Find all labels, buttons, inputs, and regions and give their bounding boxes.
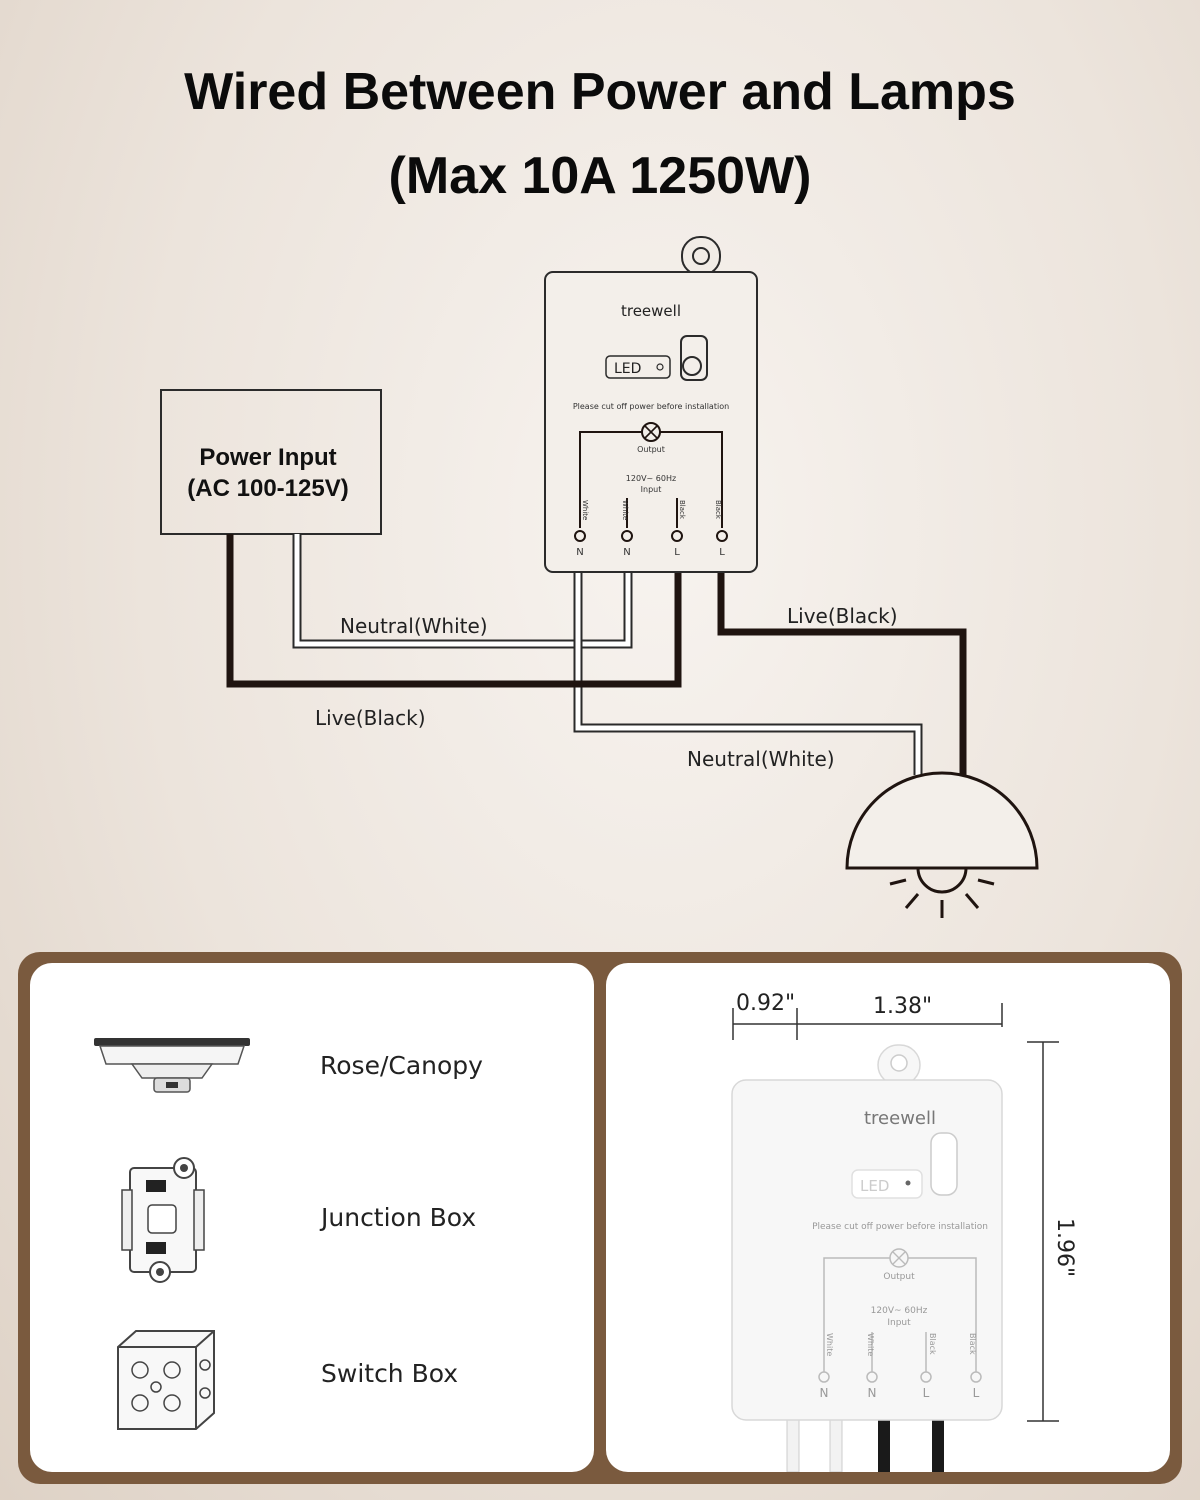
warning-text: Please cut off power before installation	[573, 402, 729, 411]
depth-dimension: 0.92"	[736, 991, 795, 1016]
device-terminal-icon	[866, 1371, 878, 1383]
button-knob-icon	[682, 356, 702, 376]
device-terminal-letter-4: L	[973, 1386, 980, 1400]
device-led-window	[851, 1169, 923, 1199]
terminal-wire-4: Black	[714, 500, 722, 520]
wiring-diagram: Power Input (AC 100-125V) Neutral(White)…	[160, 236, 1039, 918]
device-terminal-letter-1: N	[820, 1386, 829, 1400]
device-output-label: Output	[883, 1272, 915, 1282]
device-terminal-icon	[818, 1371, 830, 1383]
terminal-icon	[574, 530, 586, 542]
brand-logo: treewell	[621, 302, 681, 320]
pairing-button[interactable]	[680, 335, 708, 381]
terminal-icon	[671, 530, 683, 542]
device-terminal-icon	[970, 1371, 982, 1383]
device-terminal-wire-2: White	[866, 1333, 875, 1356]
terminal-letter-1: N	[576, 547, 583, 558]
device-warning-text: Please cut off power before installation	[812, 1222, 988, 1232]
terminal-icon	[621, 530, 633, 542]
device-terminal-wire-3: Black	[928, 1333, 937, 1355]
device-terminal-wire-4: Black	[968, 1333, 977, 1355]
device-terminal-letter-3: L	[923, 1386, 930, 1400]
led-indicator-icon	[656, 363, 664, 371]
device-dimensions-drawing: 0.92" 1.38" 1.96" treewell LED Please cu…	[731, 991, 1077, 1472]
terminal-letter-3: L	[674, 547, 680, 558]
neutral-out-label: Neutral(White)	[687, 747, 835, 771]
rose-canopy-label: Rose/Canopy	[320, 1051, 483, 1080]
page-subtitle: (Max 10A 1250W)	[388, 147, 812, 205]
width-dimension: 1.38"	[873, 994, 932, 1019]
switch-box-icon	[117, 1330, 215, 1430]
junction-box-icon	[121, 1157, 205, 1283]
terminal-letter-2: N	[623, 547, 630, 558]
led-label: LED	[614, 361, 641, 377]
device-terminal-wire-1: White	[825, 1333, 834, 1356]
device-terminal-icon	[920, 1371, 932, 1383]
live-wire-in	[226, 534, 682, 688]
junction-box-label: Junction Box	[321, 1203, 477, 1232]
device-led-label: LED	[860, 1177, 889, 1195]
power-input-label: Power Input	[199, 444, 336, 471]
device-led-indicator-icon	[905, 1180, 911, 1186]
live-out-label: Live(Black)	[787, 604, 898, 628]
live-in-label: Live(Black)	[315, 706, 426, 730]
power-input-voltage: (AC 100-125V)	[187, 475, 348, 502]
lamp-icon	[845, 771, 1039, 918]
output-label: Output	[637, 445, 665, 454]
neutral-wire-out	[573, 570, 923, 775]
device-pairing-button[interactable]	[930, 1132, 958, 1196]
switch-module: treewell LED Please cut off power before…	[544, 236, 758, 573]
rating-label: 120V~ 60Hz	[626, 474, 676, 483]
neutral-wire-in	[292, 534, 633, 649]
neutral-in-label: Neutral(White)	[340, 614, 488, 638]
device-body	[731, 1079, 1003, 1421]
terminal-letter-4: L	[719, 547, 725, 558]
device-terminal-letter-2: N	[868, 1386, 877, 1400]
mounting-hole-icon	[692, 247, 710, 265]
mounting-tab	[681, 236, 721, 276]
rose-canopy-icon	[94, 1038, 250, 1093]
device-rating-label: 120V~ 60Hz	[871, 1306, 928, 1316]
terminal-wire-2: White	[621, 500, 629, 520]
live-wire-out	[717, 570, 967, 775]
device-brand-logo: treewell	[864, 1108, 936, 1129]
terminal-wire-3: Black	[678, 500, 686, 520]
page-title: Wired Between Power and Lamps	[184, 63, 1016, 121]
mounting-hole-icon	[890, 1054, 908, 1072]
power-input-box	[160, 389, 382, 535]
terminal-wire-1: White	[581, 500, 589, 520]
terminal-icon	[716, 530, 728, 542]
led-window	[605, 355, 671, 379]
switch-box-label: Switch Box	[321, 1359, 459, 1388]
height-dimension: 1.96"	[1052, 1218, 1077, 1277]
device-input-label: Input	[887, 1318, 911, 1328]
input-label: Input	[641, 485, 662, 494]
